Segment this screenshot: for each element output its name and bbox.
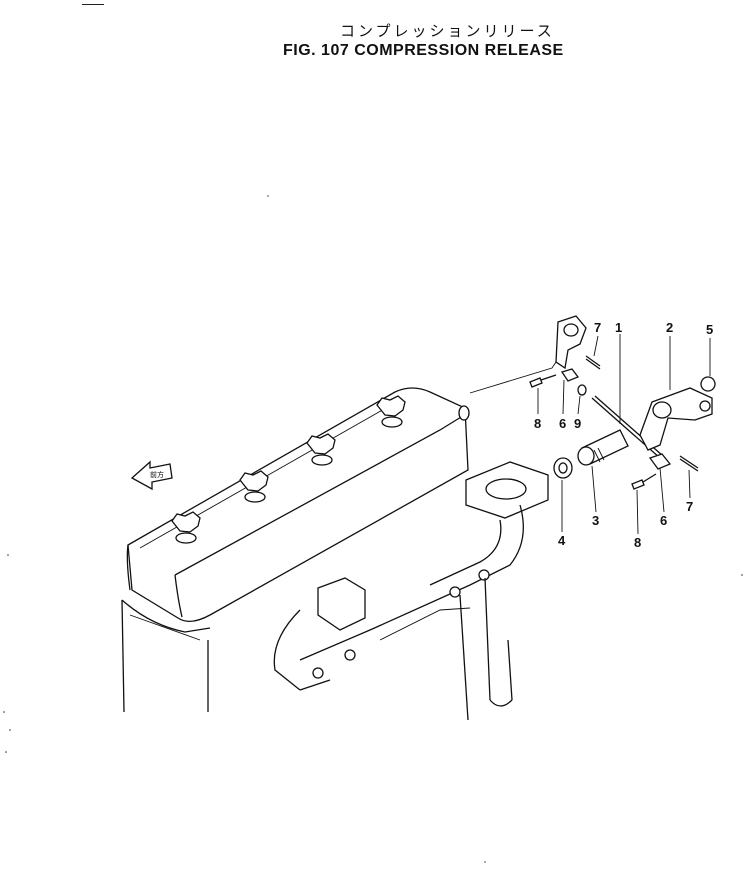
callout-6-upper: 6 bbox=[559, 416, 566, 431]
shaft-assembly bbox=[577, 429, 629, 466]
filler-cap-1 bbox=[171, 511, 201, 544]
leader-line-cover bbox=[469, 355, 561, 394]
callout-7-upper: 7 bbox=[594, 320, 601, 335]
cylinder-head bbox=[121, 599, 211, 713]
front-direction-arrow: 前方 bbox=[130, 460, 173, 491]
clamp-6-upper bbox=[560, 368, 580, 382]
callout-8-lower: 8 bbox=[634, 535, 641, 550]
ring-9 bbox=[577, 384, 587, 396]
callout-leaders bbox=[537, 334, 711, 535]
callout-2: 2 bbox=[666, 320, 673, 335]
spring-pin-7-upper bbox=[585, 355, 601, 370]
corner-mark bbox=[82, 4, 104, 5]
clamp-6-lower bbox=[648, 453, 672, 470]
exhaust-manifold bbox=[273, 461, 549, 721]
filler-cap-4 bbox=[376, 395, 406, 428]
callout-1: 1 bbox=[615, 320, 622, 335]
callout-4: 4 bbox=[558, 533, 566, 548]
front-marker-label: 前方 bbox=[150, 470, 164, 479]
callout-5: 5 bbox=[706, 322, 713, 337]
figure-title-japanese: コンプレッションリリース bbox=[340, 22, 555, 40]
callout-7-lower: 7 bbox=[686, 499, 693, 514]
spring-pin-7-lower bbox=[679, 455, 699, 472]
callout-6-lower: 6 bbox=[660, 513, 667, 528]
callout-8-upper: 8 bbox=[534, 416, 541, 431]
filler-cap-3 bbox=[306, 433, 336, 466]
filler-cap-2 bbox=[239, 470, 269, 503]
callout-9: 9 bbox=[574, 416, 581, 431]
bolt-8-lower bbox=[631, 473, 657, 490]
callout-3: 3 bbox=[592, 513, 599, 528]
figure-title: FIG. 107 COMPRESSION RELEASE bbox=[283, 42, 564, 59]
lever-2 bbox=[639, 387, 713, 451]
scan-specks bbox=[3, 195, 743, 863]
washer-4 bbox=[553, 457, 573, 479]
ring-5 bbox=[700, 376, 716, 392]
valve-cover bbox=[126, 387, 470, 622]
bolt-8-upper bbox=[529, 374, 557, 388]
upper-lever-bracket bbox=[555, 315, 587, 370]
